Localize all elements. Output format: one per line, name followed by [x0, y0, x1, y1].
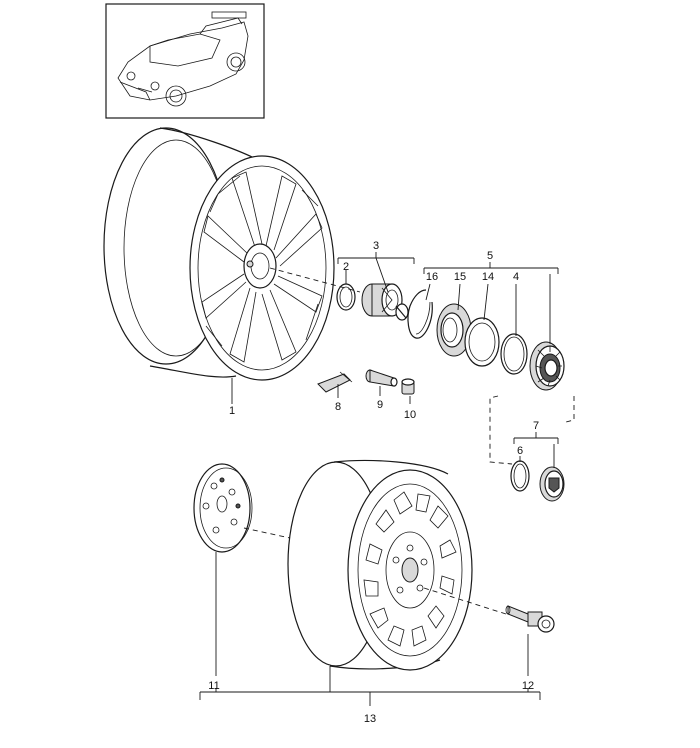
wheel-spacer [193, 463, 253, 553]
callout-labels: 1 2 3 4 5 6 7 8 9 10 11 12 13 14 15 16 [208, 240, 539, 725]
leader-lines [199, 252, 559, 706]
valve-stem [365, 369, 398, 387]
callout-12: 12 [522, 680, 534, 692]
o-ring-large [500, 333, 528, 375]
spare-wheel [287, 459, 473, 671]
wheel-spokes [201, 171, 323, 363]
crest-cap [539, 466, 565, 502]
vehicle-thumbnail [105, 3, 265, 119]
o-ring-cap [510, 460, 530, 492]
callout-10: 10 [404, 409, 416, 421]
alloy-wheel [103, 127, 335, 381]
callout-6: 6 [517, 445, 523, 457]
callout-11: 11 [208, 680, 219, 692]
axis-dash-2 [243, 527, 291, 539]
callout-14: 14 [482, 271, 494, 283]
bearing-ring [436, 303, 472, 357]
callout-7: 7 [533, 420, 539, 432]
dash-bracket-left [489, 395, 513, 465]
callout-16: 16 [426, 271, 438, 283]
callout-8: 8 [335, 401, 341, 413]
callout-15: 15 [454, 271, 466, 283]
valve-cap [401, 378, 415, 395]
callout-13: 13 [364, 713, 376, 725]
center-lock-cap [529, 341, 565, 391]
callout-2: 2 [343, 261, 349, 273]
spare-wheel-slots [363, 491, 457, 647]
callout-1: 1 [229, 405, 235, 417]
snap-ring [407, 289, 433, 339]
callout-5: 5 [487, 250, 493, 262]
dash-bracket-right [565, 396, 575, 423]
callout-4: 4 [513, 271, 519, 283]
car-illustration [117, 11, 249, 107]
central-lock-bolt [361, 283, 409, 321]
callout-3: 3 [373, 240, 379, 252]
balance-weight [317, 371, 353, 393]
wheel-bolt [505, 605, 555, 633]
flat-washer [464, 317, 500, 367]
o-ring-small [336, 283, 356, 311]
axis-dash-1 [269, 267, 361, 293]
callout-9: 9 [377, 399, 383, 411]
